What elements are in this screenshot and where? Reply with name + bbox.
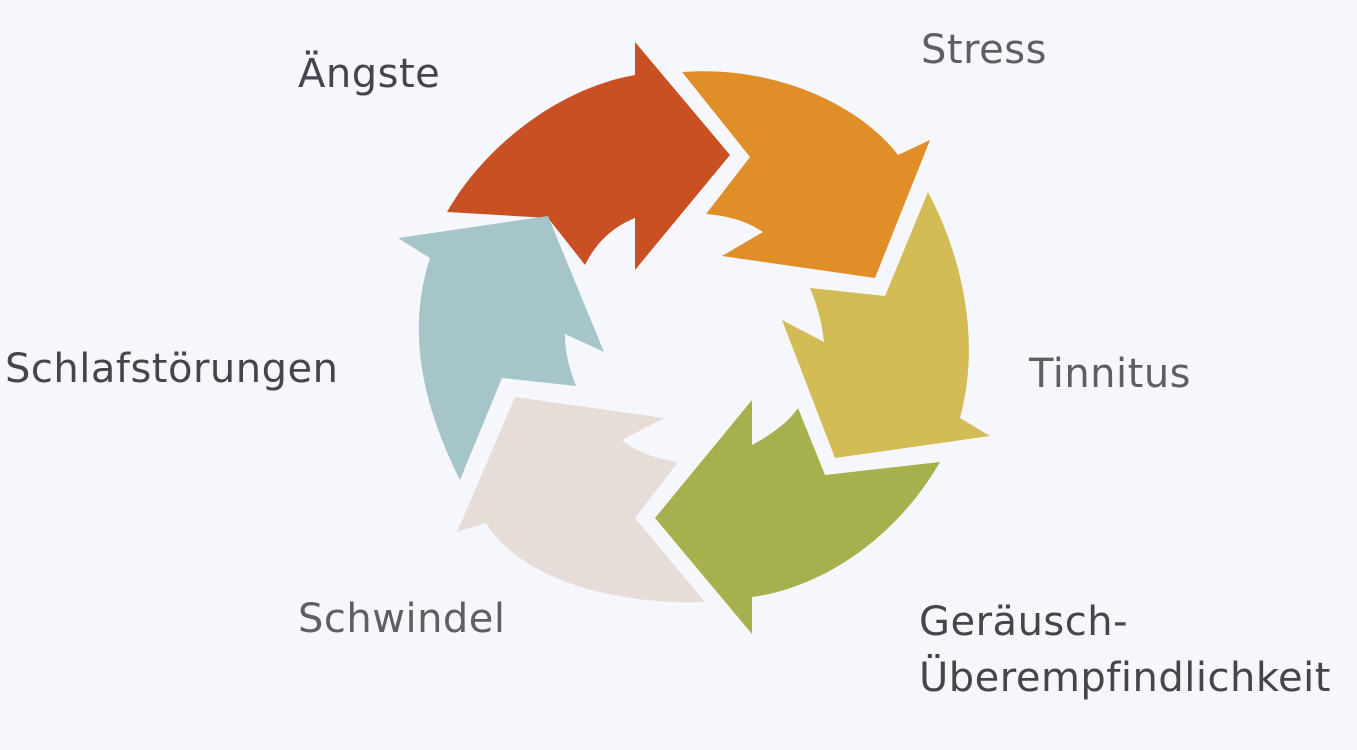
- tinnitus-arrow: [782, 192, 990, 458]
- schwindel-label: Schwindel: [298, 596, 506, 642]
- angste-arrow: [447, 42, 730, 270]
- gerausch-arrow: [655, 400, 940, 634]
- gerausch-label: Geräusch- Überempfindlichkeit: [919, 594, 1331, 706]
- stress-label: Stress: [921, 27, 1047, 73]
- schlaf-arrow: [398, 216, 604, 480]
- tinnitus-label: Tinnitus: [1029, 351, 1192, 397]
- gerausch-label-line2: Überempfindlichkeit: [919, 655, 1331, 701]
- angste-label: Ängste: [298, 51, 441, 97]
- schlaf-label: Schlafstörungen: [5, 346, 339, 392]
- schwindel-arrow: [457, 397, 705, 603]
- stress-arrow: [682, 71, 930, 279]
- gerausch-label-line1: Geräusch-: [919, 599, 1129, 645]
